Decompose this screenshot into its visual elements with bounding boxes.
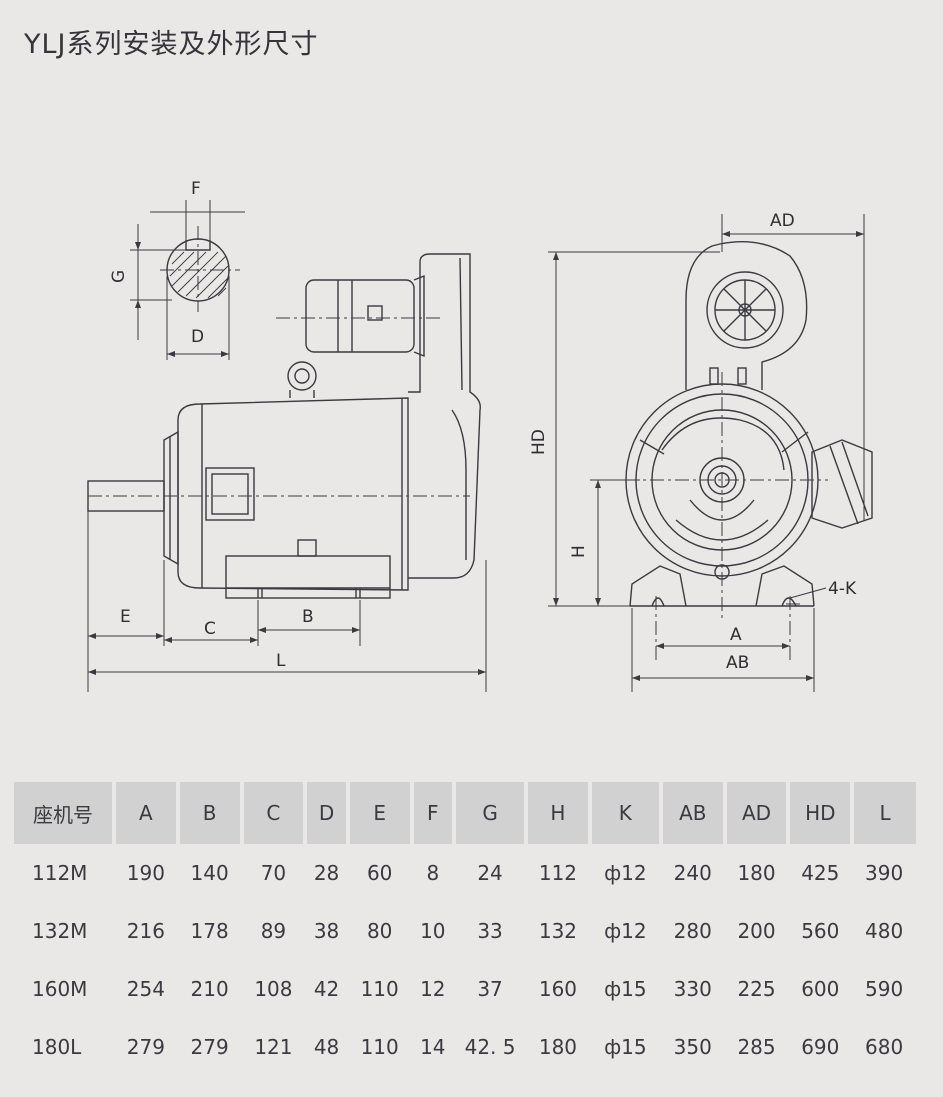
cell-L: 590	[865, 977, 904, 1001]
label-G: G	[109, 270, 129, 283]
label-AB: AB	[726, 653, 749, 673]
header-C: C	[241, 782, 308, 844]
cell-HD: 560	[801, 919, 840, 943]
cell-E: 110	[360, 977, 399, 1001]
cell-F: 10	[420, 919, 446, 943]
cell-AD: 225	[737, 977, 776, 1001]
cell-B: 210	[190, 977, 229, 1001]
label-B: B	[302, 607, 314, 627]
label-H: H	[569, 545, 589, 558]
cell-model: 112M	[32, 861, 88, 885]
cell-C: 121	[254, 1035, 293, 1059]
cell-C: 89	[260, 919, 287, 943]
label-F: F	[191, 179, 201, 199]
cell-D: 42	[313, 977, 340, 1001]
cell-A: 279	[126, 1035, 165, 1059]
cell-H: 180	[538, 1035, 578, 1059]
cell-F: 12	[420, 977, 446, 1001]
table-row: 160M 254 210 108 42 110 12 37 160 ф15 33…	[14, 960, 916, 1018]
header-AD: AD	[724, 782, 791, 844]
cell-B: 178	[190, 919, 229, 943]
cell-A: 254	[126, 977, 165, 1001]
table-header-row: 座机号 A B C D E F G H K AB AD HD L	[14, 782, 916, 844]
cell-C: 108	[254, 977, 293, 1001]
cell-D: 38	[313, 919, 340, 943]
cell-K: ф12	[604, 861, 647, 885]
cell-HD: 600	[801, 977, 840, 1001]
header-H: H	[526, 782, 592, 844]
table-row: 132M 216 178 89 38 80 10 33 132 ф12 280 …	[14, 902, 916, 960]
cell-AB: 350	[673, 1035, 712, 1059]
cell-E: 80	[366, 919, 393, 943]
table-row: 112M 190 140 70 28 60 8 24 112 ф12 240 1…	[14, 844, 916, 902]
cell-L: 480	[865, 919, 904, 943]
cell-E: 110	[360, 1035, 399, 1059]
cell-A: 190	[126, 861, 165, 885]
header-D: D	[305, 782, 350, 844]
label-D: D	[191, 327, 204, 347]
label-C: C	[204, 619, 216, 639]
header-A: A	[114, 782, 180, 844]
cell-model: 180L	[32, 1035, 82, 1059]
cell-AB: 240	[673, 861, 712, 885]
label-4-K: 4-K	[828, 579, 857, 599]
cell-H: 160	[538, 977, 578, 1001]
cell-H: 112	[538, 861, 578, 885]
cell-HD: 690	[801, 1035, 840, 1059]
cell-AB: 280	[673, 919, 712, 943]
table-row: 180L 279 279 121 48 110 14 42. 5 180 ф15…	[14, 1018, 916, 1076]
cell-K: ф15	[604, 1035, 647, 1059]
page-title: YLJ系列安装及外形尺寸	[24, 29, 319, 60]
cell-B: 140	[190, 861, 229, 885]
cell-G: 42. 5	[464, 1035, 516, 1059]
cell-K: ф12	[604, 919, 647, 943]
side-view-drawing: E C B L	[87, 253, 487, 692]
cell-F: 14	[420, 1035, 446, 1059]
label-L: L	[276, 651, 286, 671]
header-HD: HD	[788, 782, 855, 844]
cell-A: 216	[126, 919, 165, 943]
header-K: K	[589, 782, 663, 844]
cell-B: 279	[190, 1035, 229, 1059]
label-HD: HD	[529, 429, 549, 455]
header-E: E	[347, 782, 414, 844]
cell-C: 70	[260, 861, 287, 885]
cell-AD: 285	[737, 1035, 776, 1059]
cell-AD: 180	[737, 861, 776, 885]
cell-model: 160M	[32, 977, 88, 1001]
header-G: G	[454, 782, 529, 844]
cell-D: 48	[313, 1035, 340, 1059]
header-L: L	[852, 782, 916, 844]
cell-L: 390	[865, 861, 904, 885]
label-A: A	[730, 625, 742, 645]
cell-D: 28	[313, 861, 340, 885]
cell-H: 132	[538, 919, 578, 943]
cell-AD: 200	[737, 919, 776, 943]
label-E: E	[120, 607, 131, 627]
cell-model: 132M	[32, 919, 88, 943]
header-AB: AB	[660, 782, 727, 844]
cell-G: 33	[477, 919, 503, 943]
cell-HD: 425	[801, 861, 840, 885]
header-B: B	[177, 782, 244, 844]
header-model: 座机号	[14, 782, 116, 844]
cell-G: 37	[477, 977, 503, 1001]
cell-G: 24	[477, 861, 503, 885]
cell-F: 8	[426, 861, 440, 885]
dimensions-table: 座机号 A B C D E F G H K AB AD HD L 112M 19…	[14, 782, 916, 1076]
label-AD: AD	[770, 211, 795, 231]
shaft-section-drawing: F G D	[109, 179, 245, 360]
cell-K: ф15	[604, 977, 647, 1001]
cell-L: 680	[865, 1035, 904, 1059]
header-F: F	[411, 782, 457, 844]
cell-E: 60	[366, 861, 393, 885]
cell-AB: 330	[673, 977, 712, 1001]
front-view-drawing: AD HD H 4-K A AB	[529, 211, 873, 692]
dimension-drawings: F G D	[87, 179, 873, 692]
